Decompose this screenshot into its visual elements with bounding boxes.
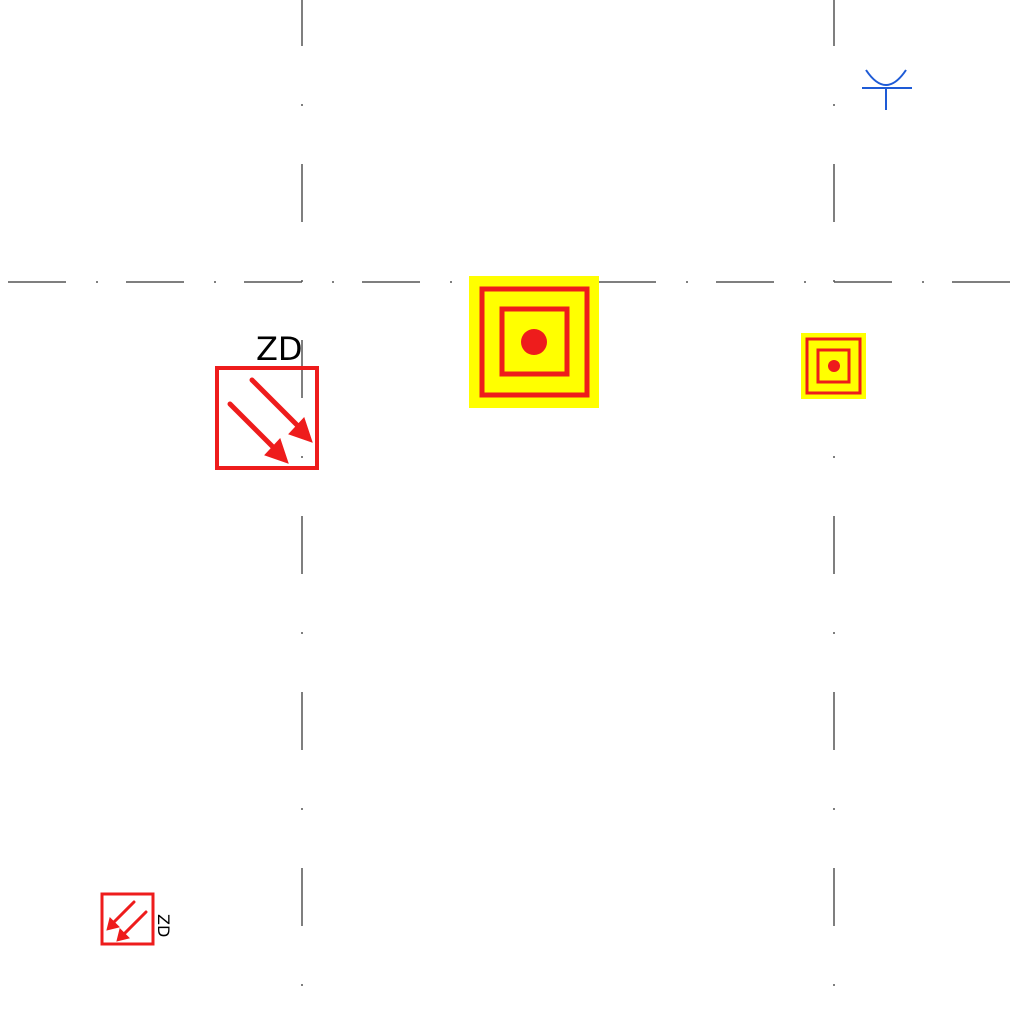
damper-label: ZD <box>154 914 173 937</box>
damper-frame <box>215 366 319 470</box>
fire-damper-diagonal-arrows-icon <box>227 377 313 464</box>
axis-lines <box>8 0 1016 1024</box>
damper-label: ZD <box>256 330 303 368</box>
concentric-square-target-icon <box>521 329 547 355</box>
fire-damper-diagonal-arrows-icon <box>106 900 148 942</box>
target-symbol-large[interactable] <box>469 276 599 408</box>
target-symbol-small[interactable] <box>801 333 866 399</box>
damper-symbol-small[interactable]: ZD <box>100 892 173 946</box>
target-outer-square <box>805 337 862 395</box>
target-inner-square <box>499 306 570 377</box>
concentric-square-target-icon <box>828 360 840 372</box>
antenna-fork-icon <box>865 69 907 86</box>
antenna-symbol[interactable] <box>862 69 912 110</box>
damper-frame <box>100 892 155 946</box>
target-inner-square <box>816 348 851 384</box>
damper-symbol-large[interactable]: ZD <box>215 330 319 470</box>
target-outer-square <box>479 286 590 398</box>
